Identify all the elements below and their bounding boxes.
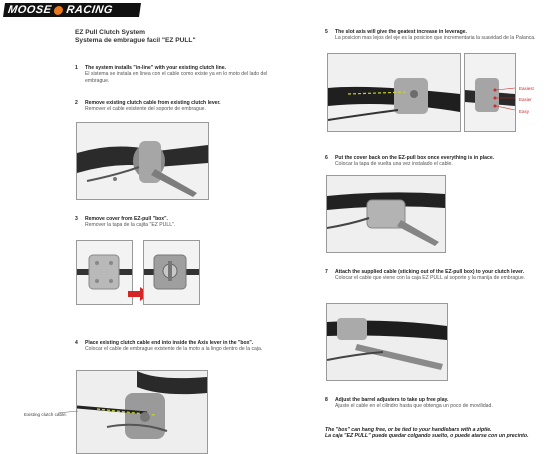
step-text-es: La posicion mas lejos del eje es la posi… bbox=[335, 35, 536, 42]
step-text-es: Remover la tapa de la cajita "EZ PULL". bbox=[85, 222, 176, 229]
step-text-es: Colocar el cable de embrague existente d… bbox=[85, 346, 263, 353]
step-7: 7 Attach the supplied cable (sticking out… bbox=[325, 269, 540, 282]
step-text-en: Remove cover from EZ-pull "box". bbox=[85, 216, 168, 222]
label-easiest: Easiest bbox=[519, 86, 534, 91]
step-text-es: Colocar la tapa de vuelta una vez instal… bbox=[335, 161, 453, 168]
step-1: 1 The system installs "in-line" with your… bbox=[75, 65, 290, 84]
step-number: 6 bbox=[325, 155, 328, 161]
step-2: 2 Remove existing clutch cable from exist… bbox=[75, 100, 290, 113]
step-text-en: Adjust the barrel adjusters to take up f… bbox=[335, 397, 449, 403]
step-text-es: El sistema se instala en linea con el ca… bbox=[85, 71, 268, 84]
step-8: 8 Adjust the barrel adjusters to take up … bbox=[325, 397, 545, 410]
moose-emblem-icon bbox=[53, 5, 65, 15]
step-text-en: The system installs "in-line" with your … bbox=[85, 65, 226, 71]
step-number: 5 bbox=[325, 29, 328, 35]
step-number: 1 bbox=[75, 65, 78, 71]
callout-existing-cable: Existing clutch cable. bbox=[24, 412, 67, 417]
step-text-es: Colocar el cable que viene con la caja E… bbox=[335, 275, 526, 282]
photo-place-cable bbox=[76, 370, 208, 454]
step-text-en: The slot axis will give the geatest incr… bbox=[335, 29, 467, 35]
brand-part2: RACING bbox=[65, 4, 114, 16]
note-spanish: La caja "EZ PULL" puede quedar colgando … bbox=[325, 433, 529, 440]
photo-box-covered bbox=[76, 240, 133, 305]
step-number: 7 bbox=[325, 269, 328, 275]
photo-slot-positions bbox=[464, 53, 516, 132]
step-3: 3 Remove cover from EZ-pull "box". Remove… bbox=[75, 216, 290, 229]
step-text-en: Remove existing clutch cable from existi… bbox=[85, 100, 221, 106]
step-text-en: Attach the supplied cable (sticking out … bbox=[335, 269, 525, 275]
step-5: 5 The slot axis will give the geatest inc… bbox=[325, 29, 540, 42]
callout-leader-line bbox=[58, 410, 78, 414]
brand-part1: MOOSE bbox=[7, 4, 53, 16]
step-text-en: Place existing clutch cable end into ins… bbox=[85, 340, 254, 346]
photo-remove-cable bbox=[76, 122, 209, 200]
photo-slot-axis bbox=[327, 53, 461, 132]
step-text-es: Ajuste el cable en el cilindro hasta que… bbox=[335, 403, 493, 410]
step-text-en: Put the cover back on the EZ-pull box on… bbox=[335, 155, 495, 161]
step-number: 8 bbox=[325, 397, 328, 403]
title-spanish: Systema de embrague facil "EZ PULL" bbox=[75, 37, 196, 44]
label-easier: Easier bbox=[519, 97, 532, 102]
brand-logo: MOOSE RACING bbox=[3, 3, 141, 17]
title-english: EZ Pull Clutch System bbox=[75, 29, 145, 36]
label-easy: Easy bbox=[519, 109, 530, 114]
photo-attach-cable bbox=[326, 303, 448, 381]
photo-box-opened bbox=[143, 240, 200, 305]
step-number: 2 bbox=[75, 100, 78, 106]
step-4: 4 Place existing clutch cable end into in… bbox=[75, 340, 290, 353]
step-number: 4 bbox=[75, 340, 78, 346]
note-english: The "box" can hang free, or be tied to y… bbox=[325, 427, 492, 433]
final-note: The "box" can hang free, or be tied to y… bbox=[325, 427, 545, 440]
step-6: 6 Put the cover back on the EZ-pull box o… bbox=[325, 155, 540, 168]
step-number: 3 bbox=[75, 216, 78, 222]
step-text-es: Remover el cable existente del soporte d… bbox=[85, 106, 206, 113]
photo-cover-back-on bbox=[326, 175, 446, 253]
